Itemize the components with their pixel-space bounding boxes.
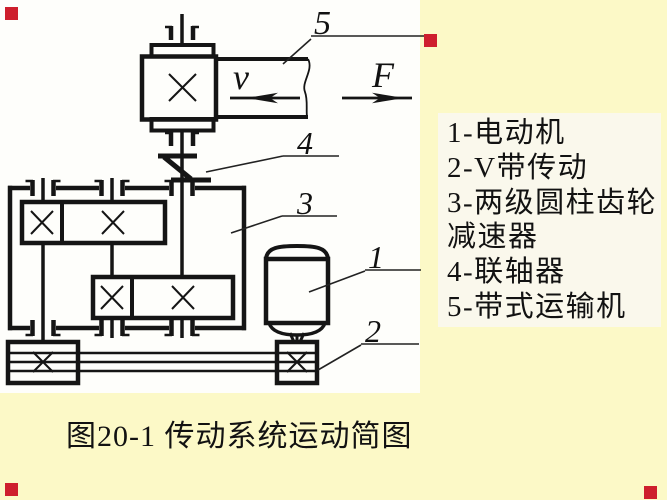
velocity-arrow bbox=[230, 92, 300, 104]
leader-lines bbox=[205, 35, 425, 371]
motor bbox=[263, 243, 331, 343]
label-part-1: 1 bbox=[368, 239, 384, 275]
v-belt-drive bbox=[5, 339, 320, 386]
legend-item-conveyor: 5-带式运输机 bbox=[447, 290, 627, 323]
red-marker-mid-right bbox=[424, 34, 437, 47]
legend: 1-电动机 2-V带传动 3-两级圆柱齿轮 减速器 4-联轴器 5-带式运输机 bbox=[447, 116, 662, 325]
high-speed-gear-pair bbox=[19, 199, 168, 246]
force-arrow bbox=[342, 92, 412, 104]
coupling bbox=[158, 153, 211, 183]
legend-item-reducer-line1: 3-两级圆柱齿轮 bbox=[447, 186, 658, 219]
legend-item-vbelt: 2-V带传动 bbox=[447, 151, 589, 184]
label-part-4: 4 bbox=[297, 125, 313, 161]
red-marker-bottom-left bbox=[5, 483, 18, 496]
legend-panel bbox=[438, 113, 661, 327]
label-force: F bbox=[371, 55, 395, 95]
label-part-5: 5 bbox=[314, 5, 331, 42]
low-speed-gear-pair bbox=[90, 274, 236, 321]
figure-caption: 图20-1 传动系统运动简图 bbox=[66, 420, 413, 453]
legend-item-reducer-line2: 减速器 bbox=[447, 221, 539, 254]
belt-conveyor-drum bbox=[139, 14, 311, 157]
legend-item-motor: 1-电动机 bbox=[447, 117, 566, 149]
label-part-2: 2 bbox=[365, 313, 381, 349]
legend-item-coupling: 4-联轴器 bbox=[447, 256, 566, 289]
label-part-3: 3 bbox=[296, 185, 313, 221]
label-velocity: v bbox=[233, 57, 249, 97]
red-marker-bottom-right bbox=[644, 486, 657, 499]
gear-reducer bbox=[7, 158, 247, 342]
red-marker-top-left bbox=[5, 7, 18, 20]
